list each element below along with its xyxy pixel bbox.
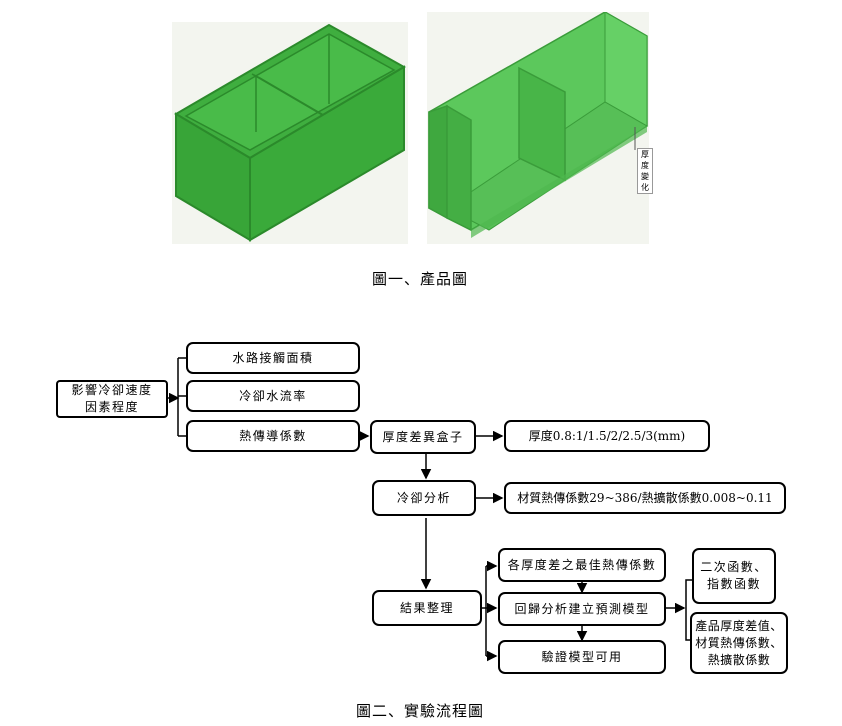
root-label: 影響冷卻速度 因素程度	[71, 383, 153, 414]
coolant-flow-node: 冷卻水流率	[186, 380, 360, 412]
water-contact-node: 水路接觸面積	[186, 342, 360, 374]
thickness-node: 厚度0.8:1/1.5/2/2.5/3(mm)	[504, 420, 710, 452]
best-coeff-label: 各厚度差之最佳熱傳係數	[507, 557, 657, 572]
root-node: 影響冷卻速度 因素程度	[56, 380, 168, 418]
open-box-two-compartment-drawing	[174, 23, 407, 242]
heat-transfer-node: 熱傳導係數	[186, 420, 360, 452]
regression-node: 回歸分析建立預測模型	[498, 592, 666, 626]
verify-node: 驗證模型可用	[498, 640, 666, 674]
functions-node: 二次函數、 指數函數	[692, 548, 776, 604]
thickness-change-label: 厚度變化	[637, 148, 653, 194]
box-label: 厚度差異盒子	[382, 429, 464, 444]
results-label: 結果整理	[399, 600, 454, 615]
material-label: 材質熱傳係數29~386/熱擴散係數0.008~0.11	[517, 490, 773, 505]
coolant-flow-label: 冷卻水流率	[239, 388, 307, 403]
water-contact-label: 水路接觸面積	[232, 350, 314, 365]
thickness-variation-box-drawing	[428, 11, 648, 238]
product-params-node: 產品厚度差值、 材質熱傳係數、 熱擴散係數	[690, 612, 788, 674]
results-node: 結果整理	[372, 590, 482, 626]
cooling-label: 冷卻分析	[396, 490, 451, 505]
figure2-caption: 圖二、實驗流程圖	[355, 702, 484, 720]
thickness-label: 厚度0.8:1/1.5/2/2.5/3(mm)	[528, 428, 686, 443]
figure1-caption: 圖一、產品圖	[371, 270, 468, 288]
cooling-node: 冷卻分析	[372, 480, 476, 516]
product-image-left	[172, 22, 408, 244]
functions-label: 二次函數、 指數函數	[700, 560, 768, 591]
product-image-right: 厚度變化	[427, 11, 653, 244]
best-coeff-node: 各厚度差之最佳熱傳係數	[498, 548, 666, 582]
regression-label: 回歸分析建立預測模型	[514, 601, 650, 616]
heat-transfer-label: 熱傳導係數	[239, 428, 307, 443]
box-node: 厚度差異盒子	[370, 420, 476, 454]
material-node: 材質熱傳係數29~386/熱擴散係數0.008~0.11	[504, 482, 786, 514]
product-params-label: 產品厚度差值、 材質熱傳係數、 熱擴散係數	[695, 618, 783, 667]
verify-label: 驗證模型可用	[541, 649, 623, 664]
